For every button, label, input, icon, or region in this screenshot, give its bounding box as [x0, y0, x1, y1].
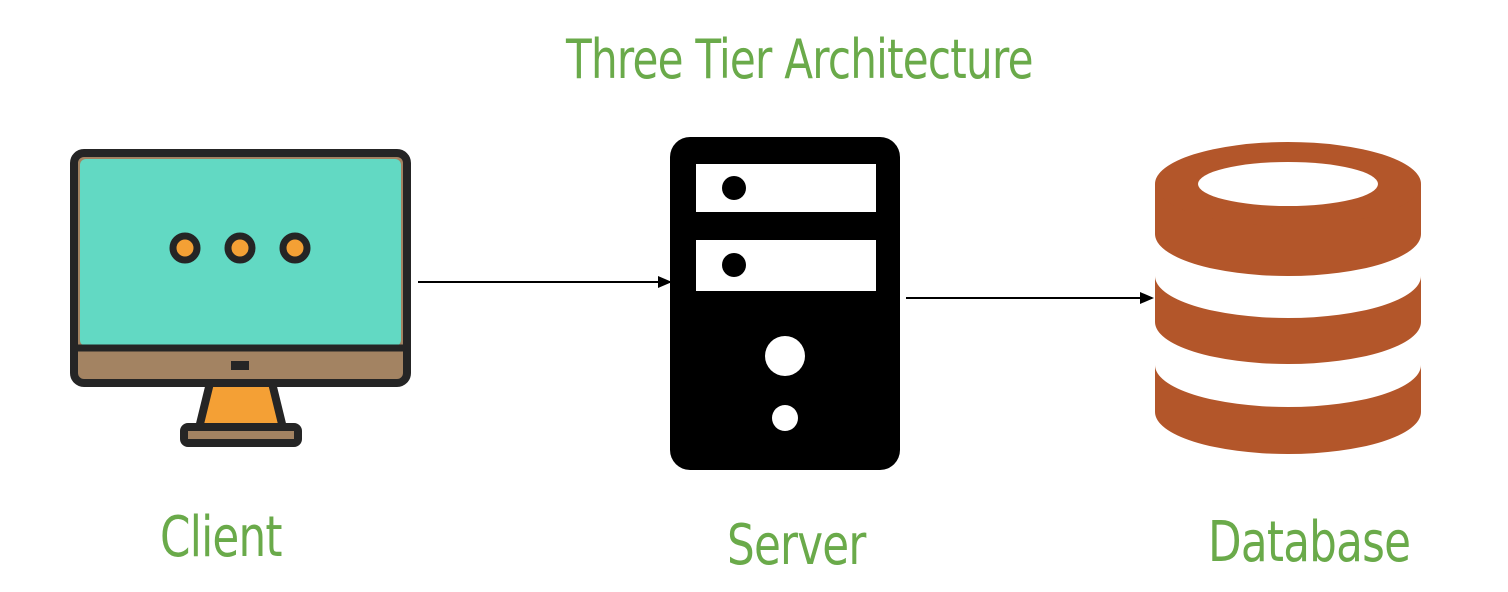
monitor-icon [70, 149, 411, 447]
server-label: Server [727, 513, 866, 578]
database-icon [1155, 142, 1421, 454]
server-led [772, 405, 798, 431]
screen-dot-3 [279, 232, 311, 264]
server-tower-icon [670, 137, 900, 470]
screen-dot-2 [224, 232, 256, 264]
database-top-opening [1198, 162, 1378, 206]
screen-dot-1 [169, 232, 201, 264]
database-label: Database [1208, 510, 1411, 575]
server-power-button [765, 336, 805, 376]
diagram-title: Three Tier Architecture [566, 28, 1033, 91]
client-label: Client [160, 505, 283, 570]
